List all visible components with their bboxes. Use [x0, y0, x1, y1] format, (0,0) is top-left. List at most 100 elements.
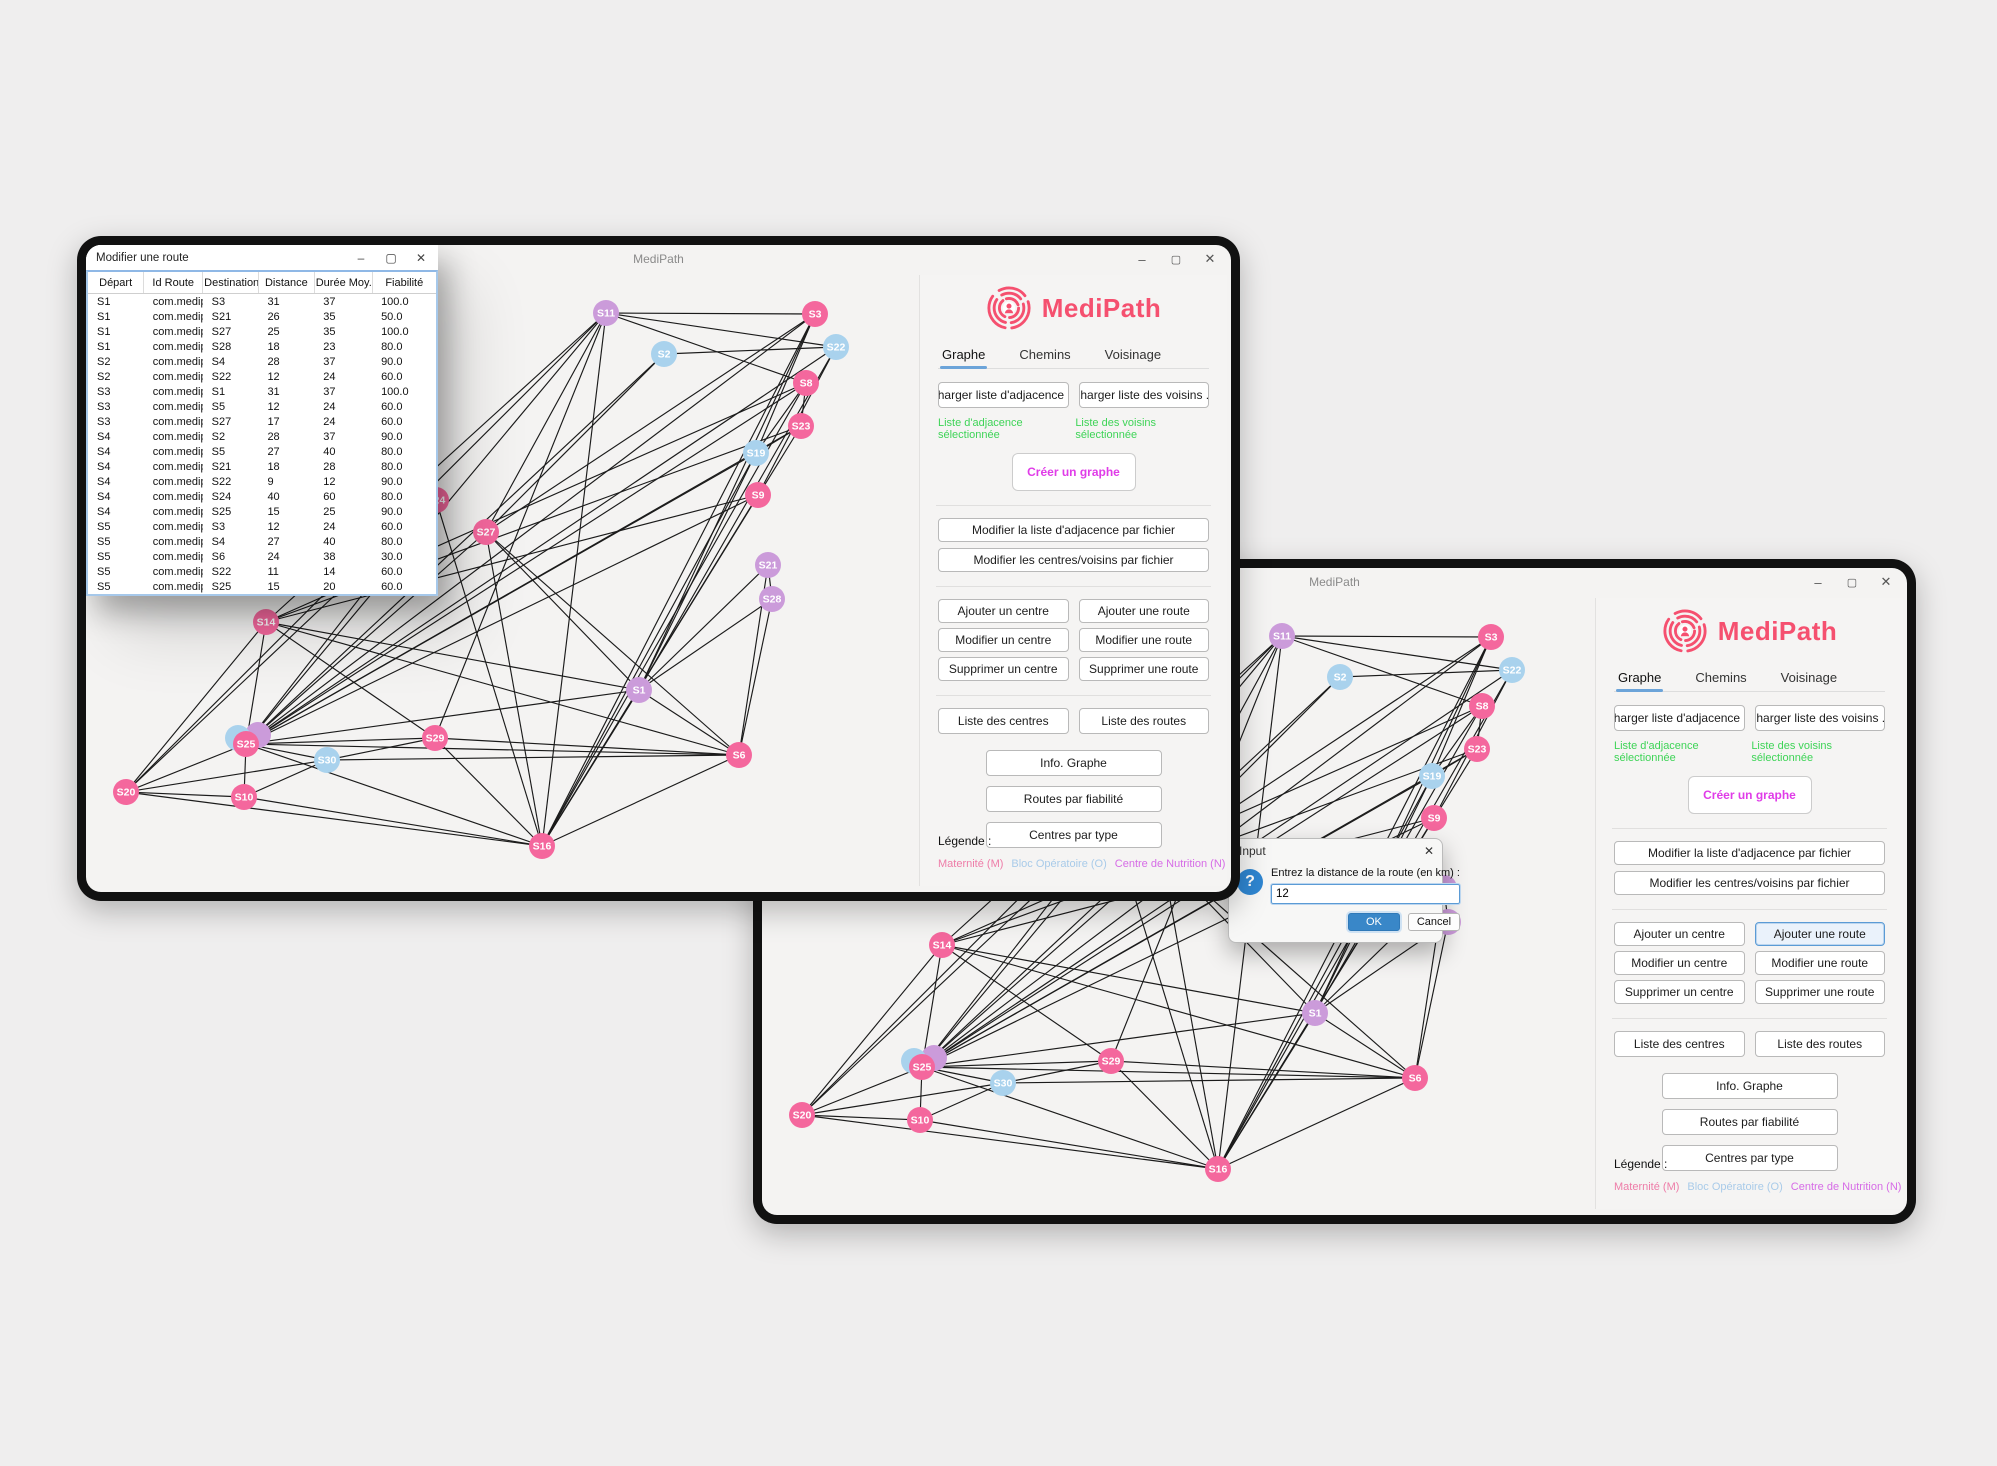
modifier-liste-adjacence-button[interactable]: Modifier la liste d'adjacence par fichie… — [1614, 841, 1885, 865]
tab-voisinage[interactable]: Voisinage — [1104, 347, 1162, 362]
minimize-icon[interactable]: – — [1138, 251, 1146, 267]
graph-node-S9[interactable]: S9 — [1421, 805, 1447, 831]
close-icon[interactable]: ✕ — [415, 250, 427, 265]
graph-node-S14[interactable]: S14 — [929, 932, 955, 958]
supprimer-un-centre-button[interactable]: Supprimer un centre — [938, 657, 1069, 681]
graph-node-S30[interactable]: S30 — [314, 747, 340, 773]
dialog-titlebar[interactable]: Input ✕ — [1229, 839, 1442, 863]
close-icon[interactable]: ✕ — [1423, 844, 1434, 858]
maximize-icon[interactable]: ▢ — [385, 250, 397, 265]
graph-node-S27[interactable]: S27 — [473, 519, 499, 545]
graph-node-S6[interactable]: S6 — [726, 742, 752, 768]
graph-node-S25[interactable]: S25 — [909, 1054, 935, 1080]
routes-par-fiabilite-button[interactable]: Routes par fiabilité — [985, 786, 1162, 812]
graph-node-S2[interactable]: S2 — [1327, 664, 1353, 690]
ajouter-un-centre-button[interactable]: Ajouter un centre — [1614, 922, 1745, 946]
maximize-icon[interactable]: ▢ — [1846, 576, 1858, 589]
minimize-icon[interactable]: – — [1814, 574, 1822, 590]
graph-node-S21[interactable]: S21 — [755, 552, 781, 578]
column-header-distance[interactable]: Distance — [258, 272, 315, 294]
centres-par-type-button[interactable]: Centres par type — [1661, 1145, 1838, 1171]
modifier-un-centre-button[interactable]: Modifier un centre — [1614, 951, 1745, 975]
graph-node-S19[interactable]: S19 — [1419, 763, 1445, 789]
modifier-une-route-button[interactable]: Modifier une route — [1754, 951, 1885, 975]
graph-node-S8[interactable]: S8 — [1469, 693, 1495, 719]
graph-node-S19[interactable]: S19 — [743, 440, 769, 466]
graph-node-S11[interactable]: S11 — [593, 300, 619, 326]
tab-graphe[interactable]: Graphe — [1616, 666, 1664, 692]
modifier-centres-voisins-button[interactable]: Modifier les centres/voisins par fichier — [938, 548, 1209, 572]
info-graphe-button[interactable]: Info. Graphe — [1661, 1073, 1838, 1099]
graph-node-S6[interactable]: S6 — [1402, 1065, 1428, 1091]
creer-un-graphe-button[interactable]: Créer un graphe — [1011, 453, 1136, 491]
supprimer-une-route-button[interactable]: Supprimer une route — [1754, 980, 1885, 1004]
ok-button[interactable]: OK — [1347, 913, 1400, 931]
close-icon[interactable]: ✕ — [1204, 251, 1216, 266]
graph-node-S8[interactable]: S8 — [793, 370, 819, 396]
graph-node-S16[interactable]: S16 — [1205, 1156, 1231, 1182]
titlebar[interactable]: MediPath – ▢ ✕ — [86, 245, 1231, 273]
graph-node-S30[interactable]: S30 — [990, 1070, 1016, 1096]
maximize-icon[interactable]: ▢ — [1170, 253, 1182, 266]
cancel-button[interactable]: Cancel — [1407, 913, 1460, 931]
graph-node-S25[interactable]: S25 — [233, 731, 259, 757]
charger-liste-voisins-button[interactable]: Charger liste des voisins ... — [1754, 705, 1885, 731]
graph-node-S9[interactable]: S9 — [745, 482, 771, 508]
charger-liste-voisins-button[interactable]: Charger liste des voisins ... — [1078, 382, 1209, 408]
ajouter-une-route-button[interactable]: Ajouter une route — [1754, 922, 1885, 946]
liste-des-routes-button[interactable]: Liste des routes — [1754, 1031, 1885, 1057]
graph-node-S20[interactable]: S20 — [113, 779, 139, 805]
graph-node-S22[interactable]: S22 — [1499, 657, 1525, 683]
routes-par-fiabilite-button[interactable]: Routes par fiabilité — [1661, 1109, 1838, 1135]
distance-input[interactable] — [1270, 883, 1461, 905]
graph-node-S3[interactable]: S3 — [802, 301, 828, 327]
graph-node-S22[interactable]: S22 — [823, 334, 849, 360]
graph-node-S10[interactable]: S10 — [231, 784, 257, 810]
modifier-liste-adjacence-button[interactable]: Modifier la liste d'adjacence par fichie… — [938, 518, 1209, 542]
graph-node-S11[interactable]: S11 — [1269, 623, 1295, 649]
graph-node-S23[interactable]: S23 — [1464, 736, 1490, 762]
graph-node-S10[interactable]: S10 — [907, 1107, 933, 1133]
supprimer-un-centre-button[interactable]: Supprimer un centre — [1614, 980, 1745, 1004]
centres-par-type-button[interactable]: Centres par type — [985, 822, 1162, 848]
graph-node-S14[interactable]: S14 — [253, 609, 279, 635]
charger-liste-adjacence-button[interactable]: Charger liste d'adjacence ... — [1614, 705, 1745, 731]
titlebar[interactable]: MediPath – ▢ ✕ — [762, 568, 1907, 596]
supprimer-une-route-button[interactable]: Supprimer une route — [1078, 657, 1209, 681]
graph-node-S2[interactable]: S2 — [651, 341, 677, 367]
charger-liste-adjacence-button[interactable]: Charger liste d'adjacence ... — [938, 382, 1069, 408]
modifier-un-centre-button[interactable]: Modifier un centre — [938, 628, 1069, 652]
graph-node-S29[interactable]: S29 — [422, 725, 448, 751]
graph-node-S16[interactable]: S16 — [529, 833, 555, 859]
creer-un-graphe-button[interactable]: Créer un graphe — [1687, 776, 1812, 814]
info-graphe-button[interactable]: Info. Graphe — [985, 750, 1162, 776]
column-header-fiabilit[interactable]: Fiabilité — [372, 272, 436, 294]
column-header-id-route[interactable]: Id Route — [143, 272, 204, 294]
close-icon[interactable]: ✕ — [1880, 574, 1892, 589]
modal-titlebar[interactable]: Modifier une route – ▢ ✕ — [86, 245, 438, 270]
tab-graphe[interactable]: Graphe — [940, 343, 988, 369]
graph-node-S29[interactable]: S29 — [1098, 1048, 1124, 1074]
ajouter-un-centre-button[interactable]: Ajouter un centre — [938, 599, 1069, 623]
graph-node-S1[interactable]: S1 — [1302, 1000, 1328, 1026]
tab-voisinage[interactable]: Voisinage — [1780, 670, 1838, 685]
liste-des-centres-button[interactable]: Liste des centres — [938, 708, 1069, 734]
